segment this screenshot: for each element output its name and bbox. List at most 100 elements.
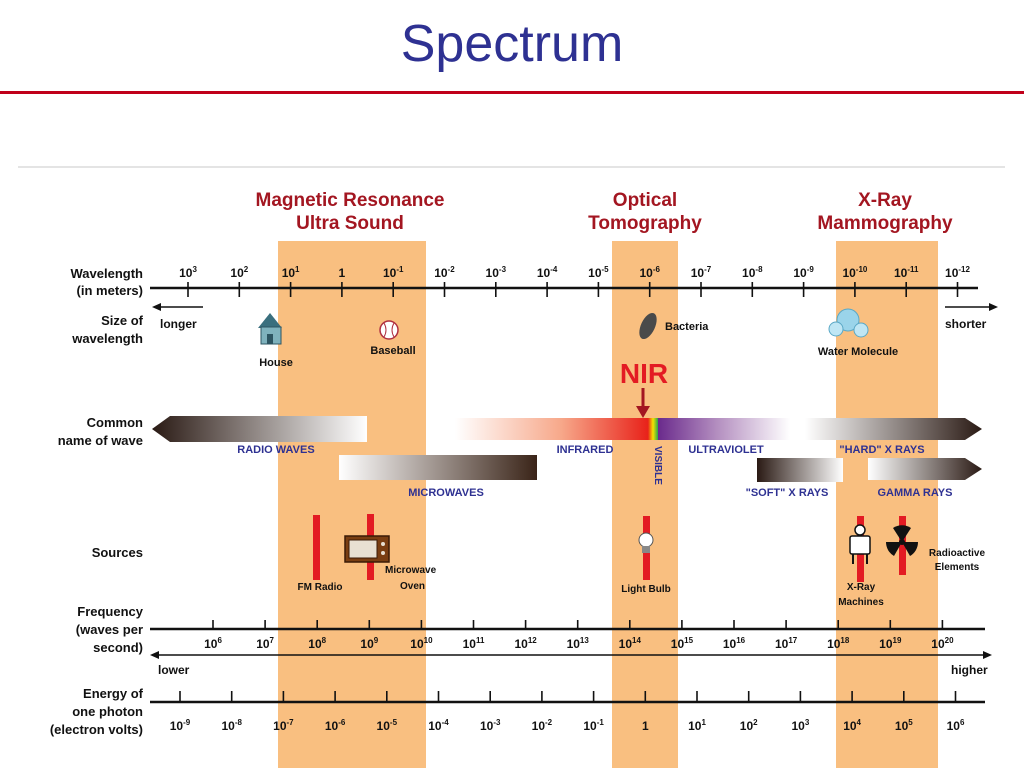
microwaves-label: MICROWAVES <box>408 487 484 499</box>
frequency-tick-label: 1012 <box>514 636 537 651</box>
band-xray-heading-1: X-Ray <box>858 190 912 211</box>
wavelength-tick-label: 102 <box>230 265 248 280</box>
frequency-tick-label: 108 <box>308 636 326 651</box>
radioactive-icon <box>885 525 919 556</box>
wavelength-tick-label: 10-7 <box>691 265 712 280</box>
bacteria-icon <box>639 312 657 340</box>
wavelength-tick-label: 10-9 <box>793 265 814 280</box>
label-common-1: Common <box>87 415 143 430</box>
light-bulb-label: Light Bulb <box>621 584 670 595</box>
wavelength-tick-label: 103 <box>179 265 197 280</box>
frequency-tick-label: 1020 <box>931 636 954 651</box>
hard-xrays-label: "HARD" X RAYS <box>839 444 924 456</box>
water-molecule-label: Water Molecule <box>818 346 898 358</box>
xray-machine-icon <box>849 524 871 564</box>
radio-waves-bar <box>152 416 367 442</box>
label-energy-3: (electron volts) <box>50 722 143 737</box>
band-mr-heading-1: Magnetic Resonance <box>256 190 445 211</box>
frequency-tick-label: 1019 <box>879 636 902 651</box>
energy-tick-label: 10-3 <box>480 718 501 733</box>
label-size-2: wavelength <box>71 331 143 346</box>
frequency-tick-label: 106 <box>204 636 222 651</box>
wavelength-tick-label: 10-11 <box>894 265 919 280</box>
soft-xrays-bar <box>757 458 843 482</box>
wavelength-tick-label: 10-2 <box>434 265 455 280</box>
energy-tick-label: 101 <box>688 718 706 733</box>
visible-bar <box>648 418 658 440</box>
wavelength-tick-label: 10-1 <box>383 265 404 280</box>
label-energy-2: one photon <box>72 704 143 719</box>
energy-tick-label: 10-4 <box>428 718 449 733</box>
radio-waves-label: RADIO WAVES <box>237 444 314 456</box>
frequency-tick-label: 1016 <box>723 636 746 651</box>
energy-tick-label: 10-9 <box>170 718 191 733</box>
wavelength-tick-label: 1 <box>339 266 346 280</box>
shorter-arrow-head <box>989 303 998 311</box>
visible-label: VISIBLE <box>652 446 663 485</box>
frequency-tick-label: 1013 <box>567 636 590 651</box>
energy-tick-label: 10-2 <box>532 718 553 733</box>
infrared-label: INFRARED <box>557 444 614 456</box>
label-frequency-3: second) <box>93 640 143 655</box>
energy-tick-label: 1 <box>642 719 649 733</box>
wavelength-tick-label: 10-5 <box>588 265 609 280</box>
size-longer: longer <box>160 317 197 331</box>
hard-xrays-bar <box>805 418 982 440</box>
band-mr <box>278 241 426 768</box>
frequency-tick-label: 1018 <box>827 636 850 651</box>
energy-tick-label: 105 <box>895 718 913 733</box>
gamma-rays-label: GAMMA RAYS <box>878 487 953 499</box>
house-label: House <box>259 357 293 369</box>
wavelength-tick-label: 10-6 <box>639 265 660 280</box>
wavelength-tick-label: 10-3 <box>486 265 507 280</box>
label-frequency-2: (waves per <box>76 622 143 637</box>
bacteria-label: Bacteria <box>665 321 709 333</box>
baseball-label: Baseball <box>370 345 415 357</box>
lower-arrow-head <box>150 651 159 659</box>
wavelength-tick-label: 10-8 <box>742 265 763 280</box>
microwave-oven-icon <box>344 535 390 563</box>
radioactive-label-2: Elements <box>935 562 980 573</box>
energy-tick-label: 10-8 <box>221 718 242 733</box>
frequency-tick-label: 1014 <box>619 636 642 651</box>
label-energy-1: Energy of <box>83 686 144 701</box>
infrared-bar <box>455 418 648 440</box>
band-optical-heading-1: Optical <box>613 190 677 211</box>
energy-tick-label: 106 <box>947 718 965 733</box>
energy-tick-label: 10-7 <box>273 718 294 733</box>
nir-arrow-head <box>636 406 650 418</box>
frequency-tick-label: 1015 <box>671 636 694 651</box>
light-bulb-icon <box>638 532 654 553</box>
ultraviolet-bar <box>658 418 790 440</box>
label-common-2: name of wave <box>58 433 143 448</box>
label-wavelength-2: (in meters) <box>77 283 143 298</box>
wavelength-tick-label: 10-4 <box>537 265 558 280</box>
radioactive-label-1: Radioactive <box>929 548 986 559</box>
spectrum-diagram: Magnetic Resonance Ultra Sound Optical T… <box>18 166 1005 768</box>
fm-radio-label: FM Radio <box>298 582 343 593</box>
label-size-1: Size of <box>101 313 144 328</box>
label-sources: Sources <box>92 545 143 560</box>
frequency-tick-label: 1017 <box>775 636 798 651</box>
higher-arrow-head <box>983 651 992 659</box>
nir-label: NIR <box>620 358 668 389</box>
frequency-lower: lower <box>158 663 190 677</box>
ultraviolet-label: ULTRAVIOLET <box>688 444 764 456</box>
frequency-tick-label: 107 <box>256 636 274 651</box>
microwave-oven-label-1: Microwave <box>385 565 437 576</box>
band-mr-heading-2: Ultra Sound <box>296 213 404 234</box>
gamma-rays-bar <box>868 458 982 480</box>
water-molecule-icon <box>828 308 869 338</box>
microwave-oven-label-2: Oven <box>400 581 425 592</box>
band-xray-heading-2: Mammography <box>817 213 953 234</box>
soft-xrays-label: "SOFT" X RAYS <box>746 487 829 499</box>
energy-tick-label: 103 <box>791 718 809 733</box>
frequency-tick-label: 1011 <box>463 636 485 651</box>
energy-tick-label: 10-5 <box>377 718 398 733</box>
microwaves-bar <box>339 455 537 480</box>
house-icon <box>258 313 282 345</box>
energy-tick-label: 10-1 <box>583 718 604 733</box>
longer-arrow-head <box>152 303 161 311</box>
xray-machines-label-1: X-Ray <box>847 582 876 593</box>
slide-title: Spectrum <box>400 15 624 73</box>
